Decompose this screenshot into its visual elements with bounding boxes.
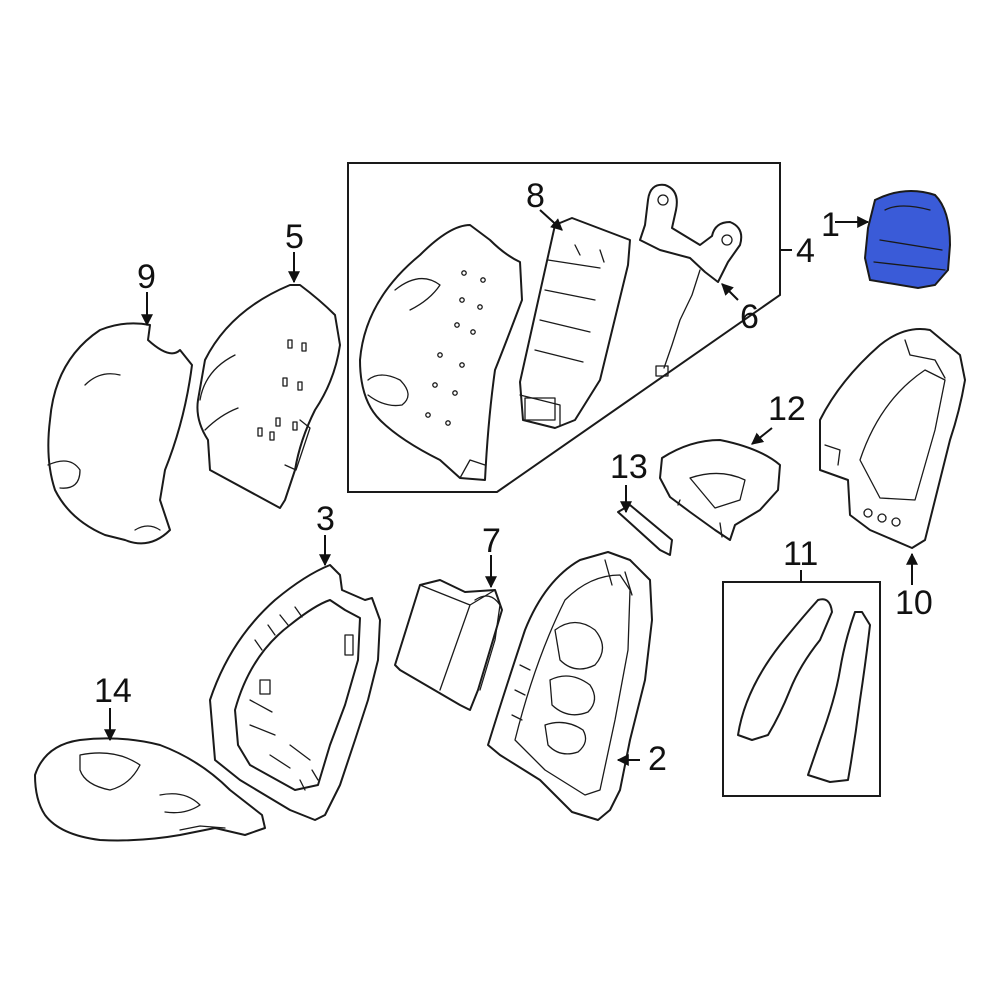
callout-7: 7 [482,522,501,560]
part-11-trim[interactable] [737,598,871,783]
callout-5: 5 [285,218,304,256]
callout-leaders [104,209,918,766]
part-3-frame[interactable] [209,564,381,821]
part-5-mat[interactable] [196,284,341,509]
part-8-cushion[interactable] [519,217,631,429]
part-14-seat-cover[interactable] [34,737,266,842]
callout-9: 9 [137,258,156,296]
part-13-strip[interactable] [617,504,673,556]
part-9-back-cover[interactable] [47,322,193,545]
callout-1: 1 [821,206,840,244]
part-1-headrest-cover[interactable] [863,190,952,290]
part-7-module[interactable] [394,579,503,711]
part-4-cushion-main[interactable] [359,224,523,481]
callout-4: 4 [796,232,815,270]
callout-2: 2 [648,740,667,778]
callout-3: 3 [316,500,335,538]
part-6-bracket[interactable] [639,183,743,377]
part-10-back-panel[interactable] [819,328,966,549]
callout-6: 6 [740,298,759,336]
part-12-tray[interactable] [659,439,781,541]
callout-11: 11 [783,535,818,573]
callout-14: 14 [94,672,132,710]
callout-10: 10 [895,584,933,622]
part-4-group-box [347,162,781,493]
callout-8: 8 [526,177,545,215]
part-2-frame[interactable] [487,551,653,821]
callout-13: 13 [610,448,648,486]
callout-12: 12 [768,390,806,428]
